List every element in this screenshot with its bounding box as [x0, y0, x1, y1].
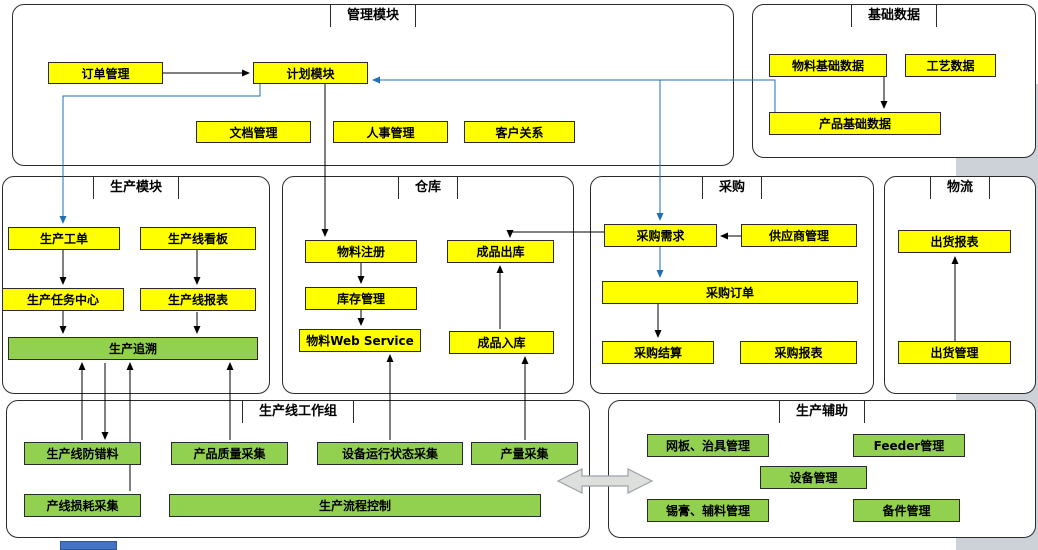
- node-task-center: 生产任务中心: [2, 288, 124, 311]
- container-auxiliary-title: 生产辅助: [778, 401, 866, 423]
- node-finished-inbound: 成品入库: [449, 331, 554, 354]
- node-line-loss-collection: 产线损耗采集: [24, 494, 141, 517]
- container-logistics-title: 物流: [929, 177, 991, 199]
- container-basic-data-title: 基础数据: [850, 5, 938, 27]
- node-process-control: 生产流程控制: [169, 494, 541, 517]
- node-line-kanban: 生产线看板: [140, 227, 256, 250]
- node-feeder-management: Feeder管理: [853, 434, 965, 457]
- node-quality-collection: 产品质量采集: [171, 442, 288, 465]
- container-workgroup: 生产线工作组: [6, 400, 590, 538]
- container-warehouse-title: 仓库: [397, 177, 459, 199]
- node-purchase-settlement: 采购结算: [602, 341, 714, 364]
- node-material-webservice: 物料Web Service: [299, 329, 421, 352]
- node-customer-relations: 客户关系: [464, 121, 575, 143]
- node-supplier-management: 供应商管理: [741, 224, 857, 247]
- container-warehouse: 仓库: [282, 176, 574, 394]
- node-material-base-data: 物料基础数据: [769, 54, 887, 77]
- container-production-title: 生产模块: [92, 177, 180, 199]
- node-spare-parts-management: 备件管理: [853, 499, 960, 522]
- node-order-management: 订单管理: [48, 62, 163, 84]
- node-line-report: 生产线报表: [140, 288, 256, 311]
- node-solder-material-management: 锡膏、辅料管理: [647, 499, 769, 522]
- container-workgroup-title: 生产线工作组: [241, 401, 355, 423]
- node-purchase-demand: 采购需求: [604, 224, 717, 247]
- node-shipping-management: 出货管理: [898, 341, 1011, 364]
- node-equipment-management: 设备管理: [760, 466, 867, 489]
- node-stencil-fixture-management: 网板、治具管理: [647, 434, 769, 457]
- node-equipment-status-collection: 设备运行状态采集: [317, 442, 463, 465]
- node-inventory-management: 库存管理: [305, 287, 417, 310]
- node-plan-module: 计划模块: [253, 62, 368, 84]
- node-production-workorder: 生产工单: [8, 227, 120, 250]
- node-finished-outbound: 成品出库: [447, 240, 554, 263]
- node-hr-management: 人事管理: [333, 121, 448, 143]
- container-management-title: 管理模块: [329, 5, 417, 27]
- node-purchase-order: 采购订单: [602, 281, 858, 304]
- node-output-collection: 产量采集: [471, 442, 578, 465]
- node-shipping-report: 出货报表: [898, 230, 1011, 253]
- node-line-error-proof: 生产线防错料: [24, 442, 141, 465]
- clipped-blue-shape: [60, 541, 117, 550]
- node-document-management: 文档管理: [196, 121, 311, 143]
- node-purchase-report: 采购报表: [740, 341, 857, 364]
- node-production-trace: 生产追溯: [8, 337, 258, 360]
- container-production: 生产模块: [2, 176, 270, 394]
- node-process-data: 工艺数据: [905, 54, 996, 77]
- node-material-register: 物料注册: [305, 240, 417, 263]
- container-purchase-title: 采购: [701, 177, 763, 199]
- node-product-base-data: 产品基础数据: [769, 112, 941, 135]
